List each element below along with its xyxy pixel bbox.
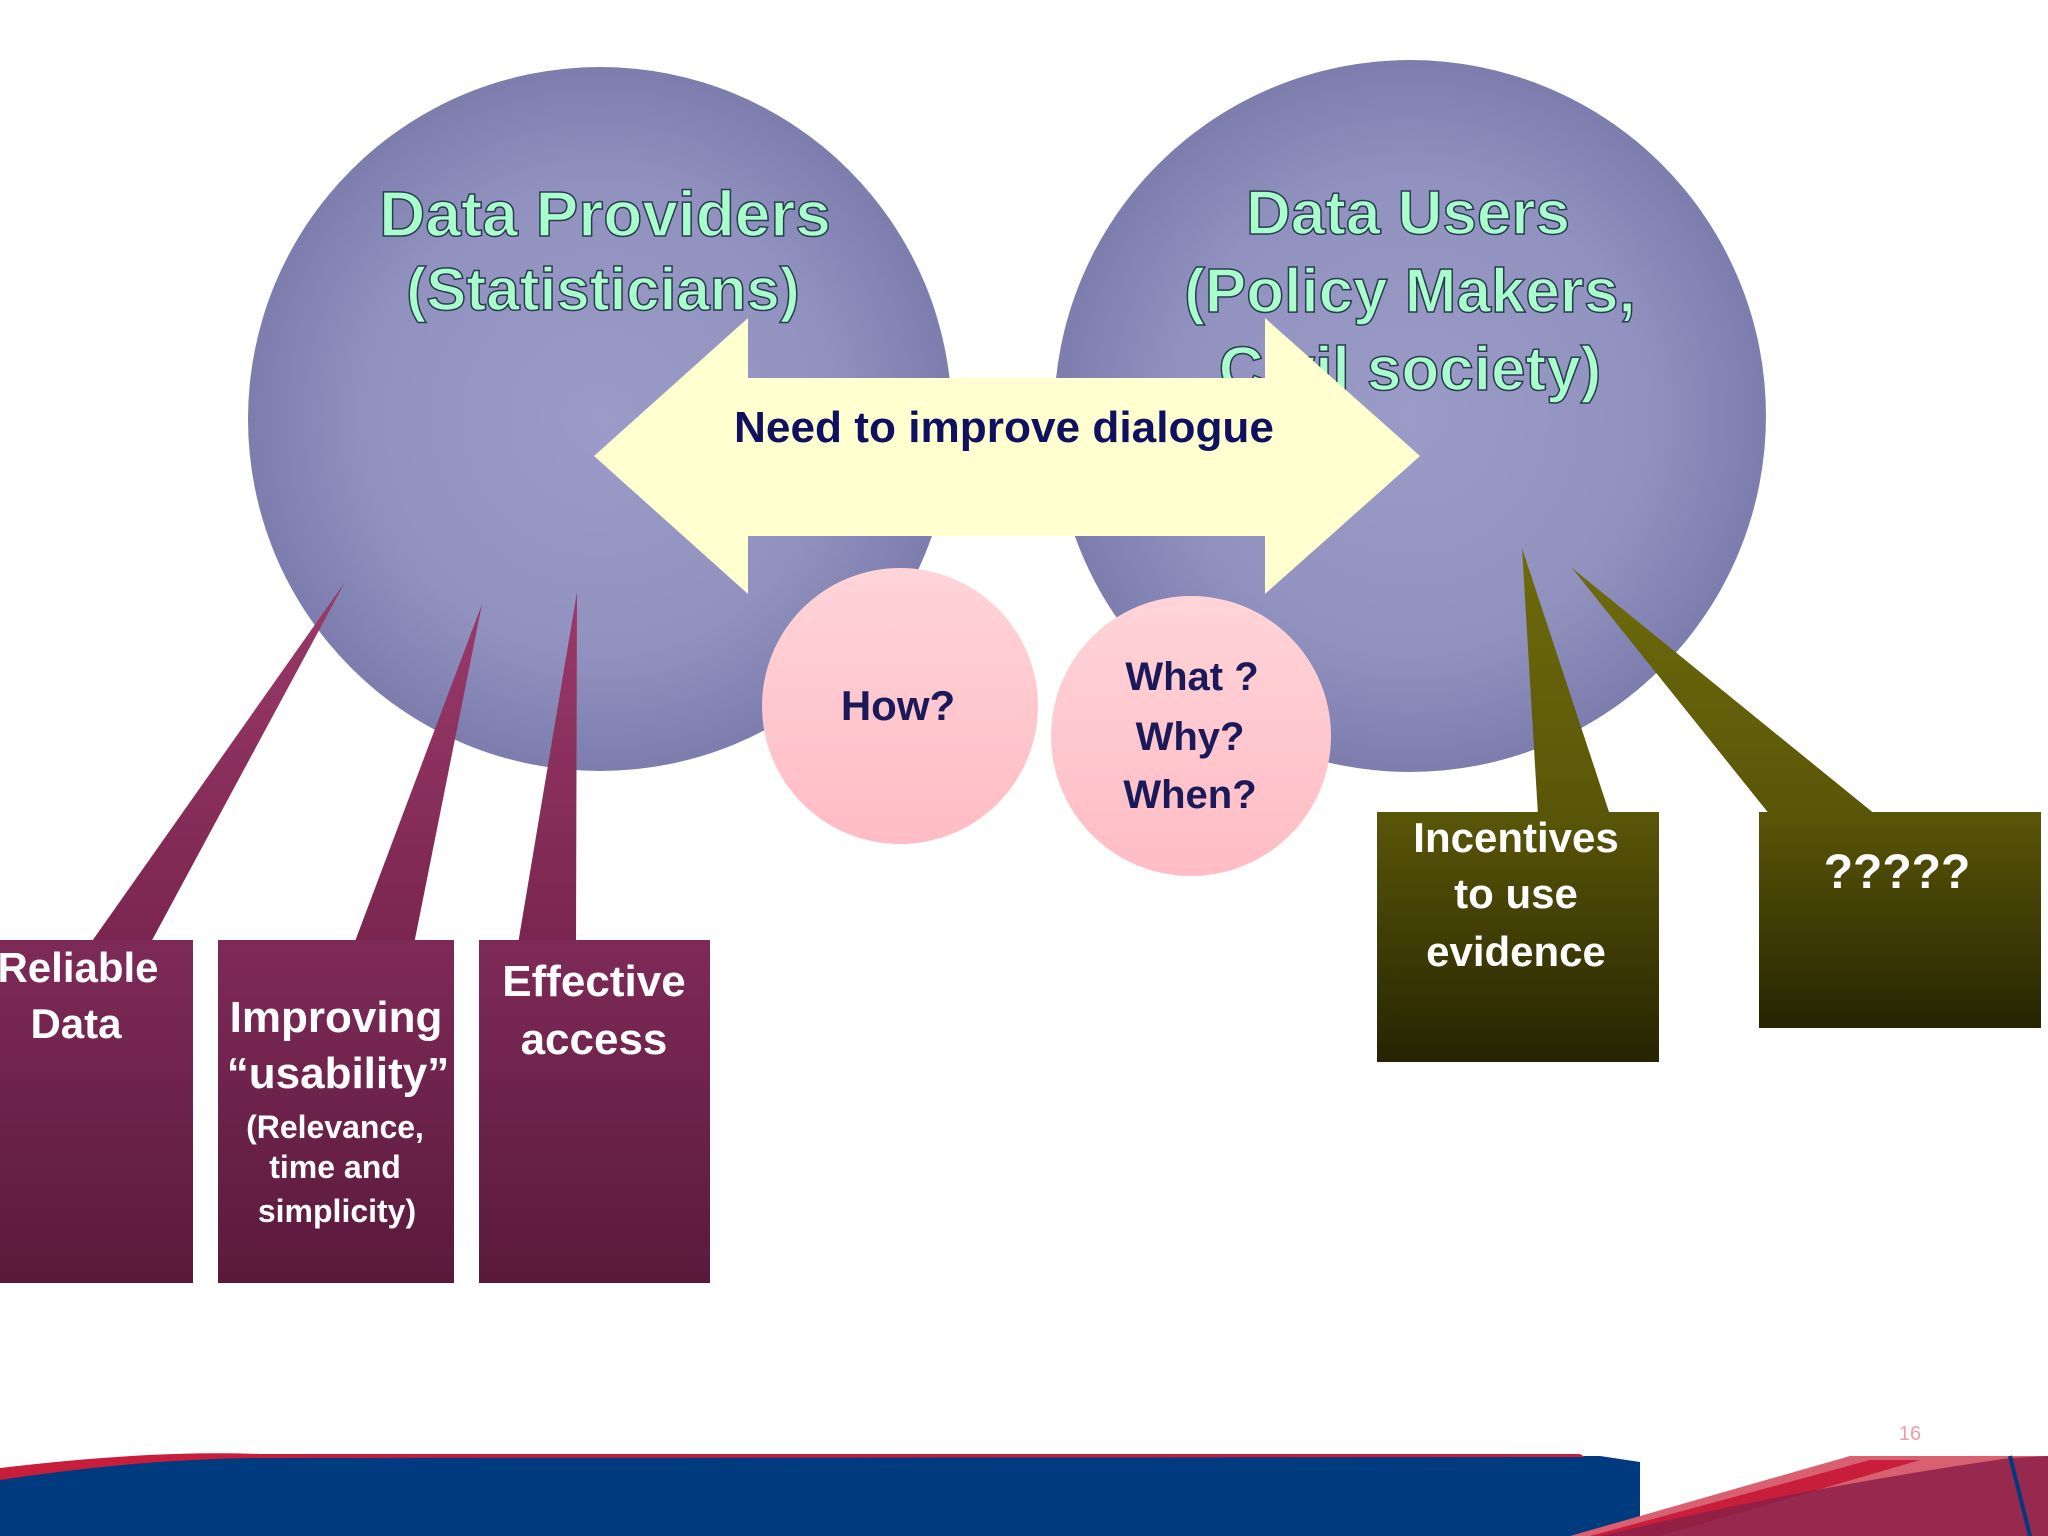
users-circle (1054, 60, 1766, 772)
usability-line1: Improving (230, 993, 443, 1042)
usability-box (218, 940, 454, 1283)
providers-title: Data Providers (379, 178, 831, 250)
usability-note-line2: time and (269, 1149, 401, 1185)
how-label: How? (841, 682, 955, 729)
dialogue-label: Need to improve dialogue (734, 403, 1274, 452)
usability-line2: “usability” (227, 1049, 450, 1098)
providers-circle (248, 67, 952, 771)
slide-number: 16 (1899, 1423, 1921, 1445)
effective-access-line1: Effective (502, 957, 685, 1006)
incentives-connector (1522, 548, 1610, 815)
incentives-box (1377, 812, 1659, 1062)
why-label: Why? (1136, 715, 1245, 759)
unknown-box (1759, 812, 2041, 1028)
reliable-data-line2: Data (30, 1000, 122, 1047)
usability-connector (354, 604, 482, 944)
what-label: What ? (1125, 655, 1258, 699)
effective-access-line2: access (521, 1015, 668, 1064)
unknown-label: ????? (1824, 846, 1971, 899)
footer-band (0, 1453, 2048, 1536)
reliable-data-connector (90, 582, 345, 944)
what-why-when-bubble (1051, 596, 1331, 876)
usability-note-line3: simplicity) (258, 1193, 416, 1229)
reliable-data-line1: Reliable (0, 944, 159, 991)
when-label: When? (1123, 773, 1256, 817)
effective-access-box (479, 940, 710, 1283)
how-bubble (762, 568, 1038, 844)
reliable-data-box (0, 940, 193, 1283)
users-subtitle-line1: (Policy Makers, (1184, 257, 1635, 326)
usability-note-line1: (Relevance, (246, 1109, 424, 1145)
unknown-connector (1572, 568, 1876, 815)
access-connector (518, 592, 577, 944)
incentives-line2: to use (1454, 870, 1578, 917)
users-title: Data Users (1246, 179, 1570, 248)
dialogue-double-arrow (594, 318, 1420, 594)
incentives-line3: evidence (1426, 928, 1606, 975)
providers-subtitle: (Statisticians) (406, 256, 799, 323)
incentives-line1: Incentives (1413, 814, 1618, 861)
